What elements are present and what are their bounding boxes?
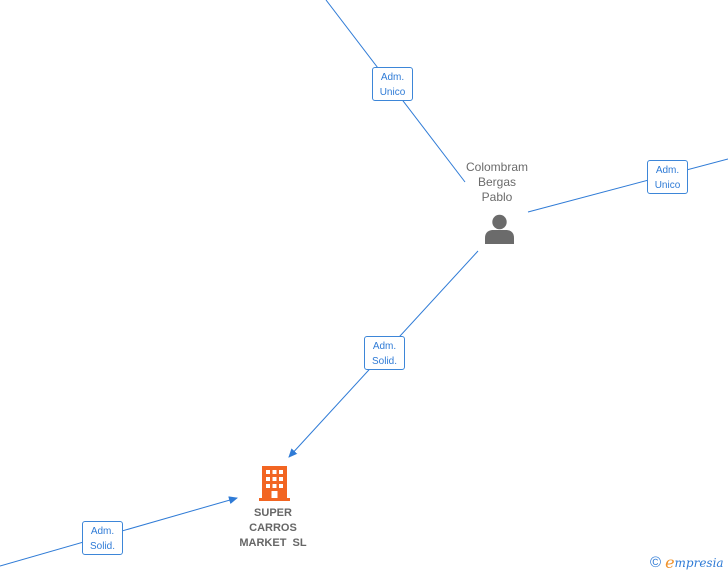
relation-badge-line: Adm.: [90, 526, 115, 537]
company-name-line: SUPER: [254, 507, 292, 519]
relation-badge-line: Adm.: [372, 341, 397, 352]
building-icon[interactable]: [259, 466, 290, 501]
company-name-line: CARROS: [249, 522, 297, 534]
person-name[interactable]: Colombram Bergas Pablo: [450, 160, 544, 205]
person-icon[interactable]: [484, 214, 515, 244]
person-name-line: Pablo: [481, 190, 513, 204]
brand-logo-text: mpresia: [674, 555, 724, 570]
person-name-line: Bergas: [477, 175, 517, 189]
relation-badge-line: Adm.: [655, 165, 680, 176]
copyright-icon: ©: [650, 554, 662, 571]
brand-footer: © e mpresia: [650, 553, 724, 572]
relation-badge-middle[interactable]: Adm. Solid.: [364, 336, 405, 370]
relation-badge-line: Adm.: [380, 72, 405, 83]
relation-badge-top[interactable]: Adm. Unico: [372, 67, 413, 101]
company-name[interactable]: SUPER CARROS MARKET SL: [218, 506, 328, 551]
company-name-line: MARKET SL: [239, 537, 307, 549]
relation-badge-line: Unico: [654, 180, 681, 191]
relation-badge-line: Solid.: [89, 541, 115, 552]
edge-right-to-person: [527, 158, 728, 213]
relation-badge-line: Unico: [379, 87, 406, 98]
relation-badge-line: Solid.: [371, 356, 397, 367]
relation-badge-right[interactable]: Adm. Unico: [647, 160, 688, 194]
person-name-line: Colombram: [465, 160, 528, 174]
relation-badge-bottom-left[interactable]: Adm. Solid.: [82, 521, 123, 555]
brand-logo-initial: e: [665, 553, 675, 572]
